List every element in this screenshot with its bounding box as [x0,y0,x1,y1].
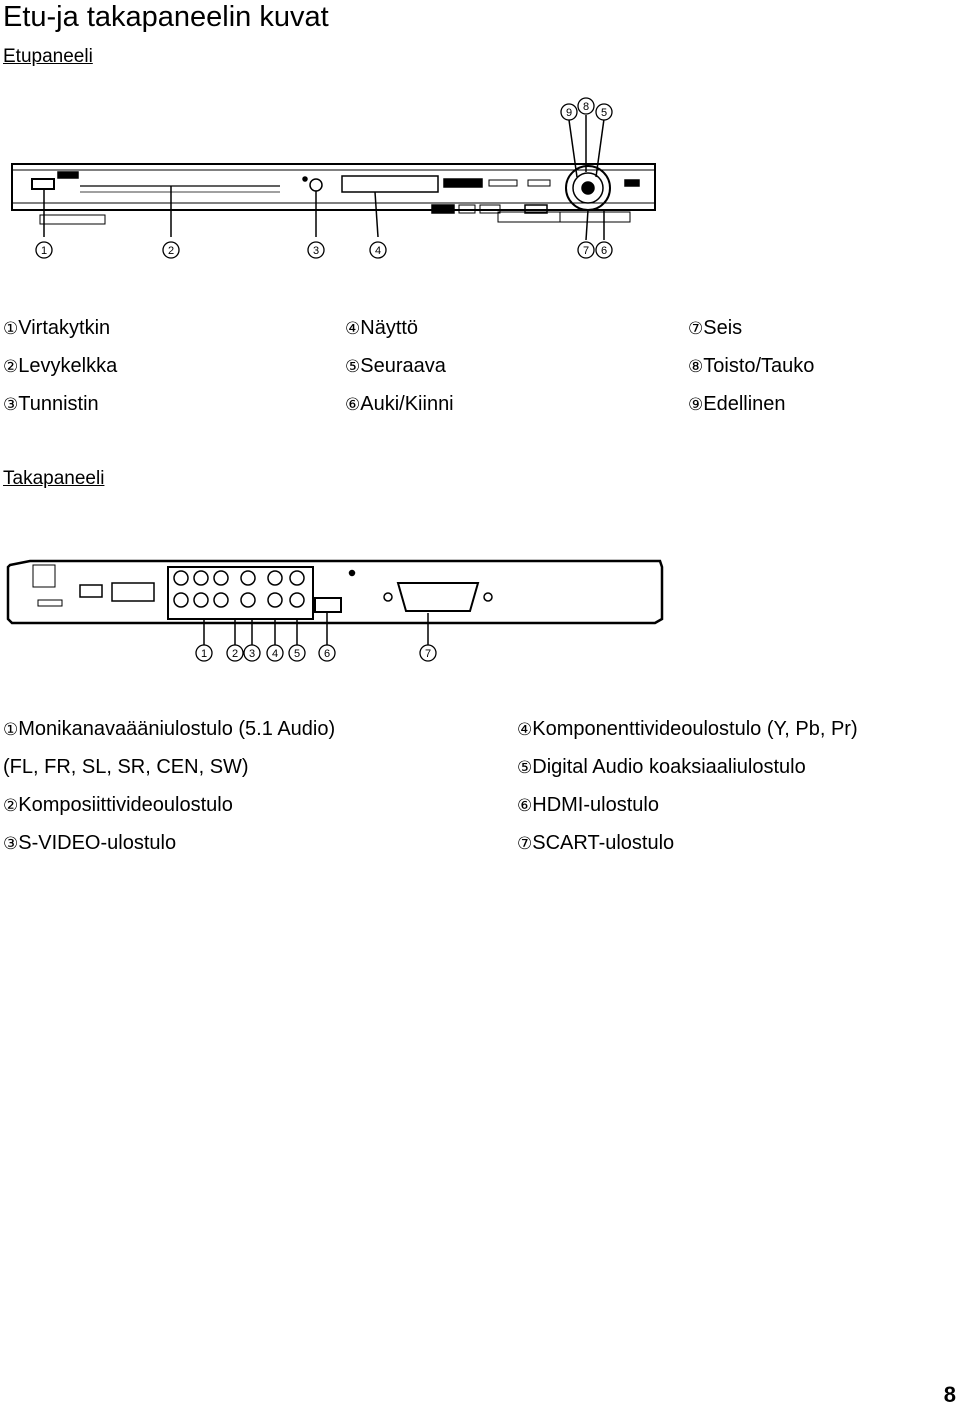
front-item: ①Virtakytkin [3,317,111,339]
page-number: 8 [943,1382,956,1407]
callout-label: 6 [601,245,607,257]
page-title: Etu-ja takapaneelin kuvat [3,1,329,33]
front-item: ⑤Seuraava [345,355,446,377]
callout-label: 5 [601,107,607,119]
rear-item: ①Monikanavaääniulostulo (5.1 Audio) [3,718,336,740]
callout-1 [35,241,53,259]
callout-label: 4 [375,245,381,257]
front-item: ②Levykelkka [3,355,118,377]
front-item: ⑧Toisto/Tauko [688,355,815,377]
callout-label: 9 [566,107,572,119]
callout-5 [288,644,306,662]
callout-1 [195,644,213,662]
callout-3 [243,644,261,662]
callout-6 [595,241,613,259]
callout-label: 5 [294,648,300,660]
rear-item: (FL, FR, SL, SR, CEN, SW) [3,756,249,778]
rear-item: ⑦SCART-ulostulo [517,832,675,854]
callout-2 [162,241,180,259]
callout-8 [577,97,595,115]
rear-item: ⑤Digital Audio koaksiaaliulostulo [517,756,806,778]
callout-4 [266,644,284,662]
callout-3 [307,241,325,259]
callout-label: 2 [168,245,174,257]
front-item: ④Näyttö [345,317,419,339]
callout-5 [595,103,613,121]
front-item: ⑦Seis [688,317,743,339]
callout-7 [419,644,437,662]
callout-label: 1 [41,245,47,257]
callout-label: 6 [324,648,330,660]
callout-label: 3 [313,245,319,257]
rear-item: ④Komponenttivideoulostulo (Y, Pb, Pr) [517,718,858,740]
callout-label: 2 [232,648,238,660]
front-panel-heading: Etupaneeli [3,46,93,67]
rear-panel-heading: Takapaneeli [3,468,105,489]
callout-label: 7 [583,245,589,257]
callout-label: 8 [583,101,589,113]
callout-4 [369,241,387,259]
front-item: ③Tunnistin [3,393,99,415]
rear-panel-diagram: 1 2 3 4 5 6 7 [6,559,664,662]
front-panel-diagram: 1 2 3 4 7 6 9 8 5 [11,97,656,259]
callout-2 [226,644,244,662]
callout-label: 3 [249,648,255,660]
rear-item: ⑥HDMI-ulostulo [517,794,659,816]
callout-label: 4 [272,648,278,660]
callout-label: 7 [425,648,431,660]
front-item: ⑥Auki/Kiinni [345,393,454,415]
callout-label: 1 [201,648,207,660]
callout-6 [318,644,336,662]
callout-7 [577,241,595,259]
callout-9 [560,103,578,121]
rear-item: ②Komposiittivideoulostulo [3,794,233,816]
rear-item: ③S-VIDEO-ulostulo [3,832,177,854]
front-item: ⑨Edellinen [688,393,786,415]
